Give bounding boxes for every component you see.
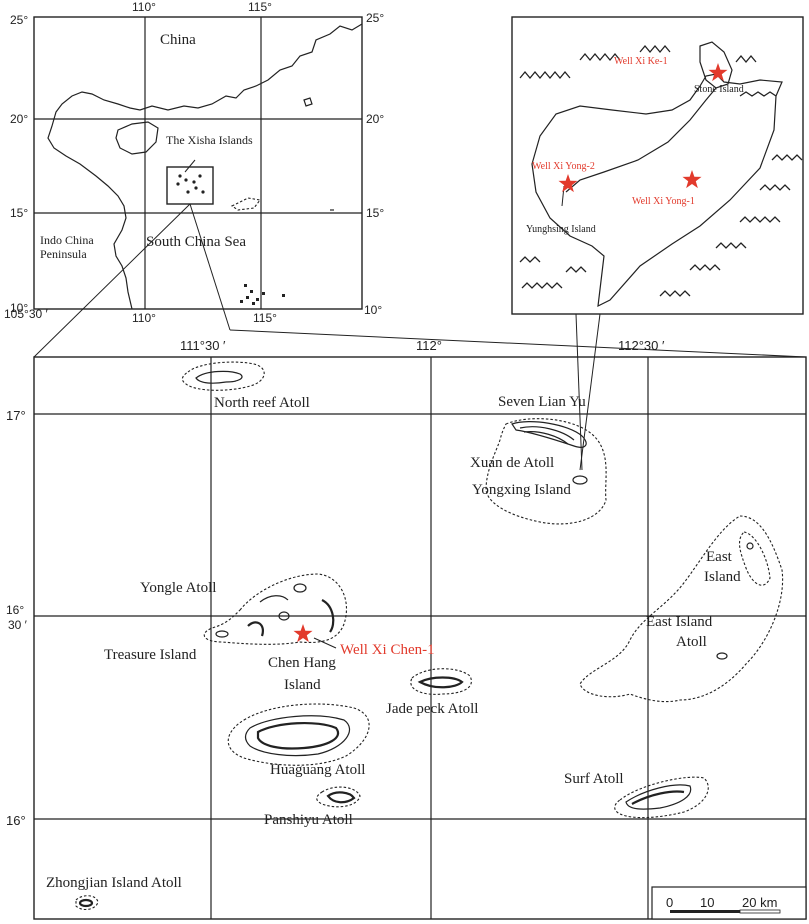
- label-well-xi-yong-2: Well Xi Yong-2: [532, 161, 595, 172]
- well-xi-yong-1-star: [682, 170, 702, 189]
- left-lat-25: 25°: [10, 13, 28, 27]
- label-well-xi-ke-1: Well Xi Ke-1: [614, 56, 668, 67]
- label-xisha-islands: The Xisha Islands: [166, 133, 253, 147]
- lon-112: 112°: [416, 338, 442, 353]
- inset-map: Well Xi Ke-1 Stone Island Well Xi Yong-2…: [511, 16, 804, 315]
- nansha-marks: [240, 284, 285, 305]
- overview-frame: [33, 16, 363, 310]
- label-yongle-atoll: Yongle Atoll: [140, 580, 216, 596]
- lon-111-30: 111°30 ′: [180, 338, 226, 353]
- xisha-islands-marks: [176, 174, 205, 194]
- xisha-box: [166, 166, 214, 205]
- lat-17: 17°: [6, 408, 26, 423]
- jade-peck-atoll: [410, 668, 472, 695]
- main-map: 111°30 ′ 112° 112°30 ′ 17° 16° 30 ′ 16° …: [6, 338, 807, 920]
- huaguang-atoll: [227, 703, 370, 766]
- top-lon-115: 115°: [248, 0, 272, 14]
- left-lat-20: 20°: [10, 112, 28, 126]
- yongxing-island-outline: [531, 73, 783, 308]
- label-yongxing-island: Yongxing Island: [472, 482, 571, 498]
- label-huaguang-atoll: Huaguang Atoll: [270, 762, 365, 778]
- xuande-atoll: [485, 418, 607, 525]
- bottom-lon-115: 115°: [253, 311, 277, 325]
- surf-atoll: [614, 776, 709, 819]
- bottom-lon-105-30: 105°30 ′: [4, 307, 49, 321]
- scale-bar: 0 10 20 km: [651, 886, 807, 920]
- lon-112-30: 112°30 ′: [618, 338, 665, 353]
- label-east-island-2: Island: [704, 569, 741, 585]
- left-lat-15: 15°: [10, 206, 28, 220]
- well-xi-ke-1-star: [708, 63, 728, 82]
- top-lon-110: 110°: [132, 0, 156, 14]
- label-well-xi-yong-1: Well Xi Yong-1: [632, 196, 695, 207]
- lat-16-30-deg: 16°: [6, 603, 24, 617]
- label-panshiyu-atoll: Panshiyu Atoll: [264, 812, 353, 828]
- label-yunghsing-island: Yunghsing Island: [526, 224, 596, 235]
- panshiyu-atoll: [316, 786, 361, 808]
- right-lat-20: 20°: [366, 112, 384, 126]
- right-lat-25: 25°: [366, 11, 384, 25]
- label-seven-lian-yu: Seven Lian Yu: [498, 394, 586, 410]
- label-xuan-de-atoll: Xuan de Atoll: [470, 455, 554, 471]
- scale-0: 0: [666, 895, 673, 910]
- north-reef-atoll: [181, 361, 265, 391]
- east-island-atoll: [579, 515, 784, 703]
- label-china: China: [160, 32, 196, 48]
- label-east-island-atoll-1: East Island: [646, 614, 713, 630]
- label-treasure-island: Treasure Island: [104, 647, 197, 663]
- label-stone-island: Stone Island: [694, 84, 744, 95]
- zhongjian-atoll: [75, 895, 99, 911]
- scale-10: 10: [700, 895, 714, 910]
- left-lat-10: 10°: [10, 301, 28, 315]
- label-south-china-sea: South China Sea: [146, 234, 246, 250]
- label-north-reef-atoll: North reef Atoll: [214, 395, 310, 411]
- coastline: [47, 23, 363, 310]
- label-chen-hang-2: Island: [284, 677, 321, 693]
- well-xi-chen-1-star: [293, 624, 313, 643]
- label-east-island-atoll-2: Atoll: [676, 634, 707, 650]
- label-jade-peck-atoll: Jade peck Atoll: [386, 701, 478, 717]
- overview-map: 110° 115° 105°30 ′ 110° 115° 10° 25° 20°…: [4, 0, 384, 325]
- label-indochina-1: Indo China: [40, 233, 94, 247]
- label-well-xi-chen-1: Well Xi Chen-1: [340, 642, 435, 658]
- hainan-island: [115, 121, 159, 155]
- label-surf-atoll: Surf Atoll: [564, 771, 624, 787]
- bottom-lon-110: 110°: [132, 311, 156, 325]
- lat-16-30-min: 30 ′: [8, 618, 28, 632]
- well-xi-yong-2-star: [558, 174, 578, 193]
- main-frame: [33, 356, 807, 920]
- label-chen-hang-1: Chen Hang: [268, 655, 336, 671]
- label-indochina-2: Peninsula: [40, 247, 87, 261]
- right-lat-15: 15°: [366, 206, 384, 220]
- right-lat-10-bottom: 10°: [364, 303, 382, 317]
- label-east-island-1: East: [706, 549, 733, 565]
- inset-frame: [511, 16, 804, 315]
- yongle-atoll: [203, 573, 348, 645]
- stone-island-outline: [699, 41, 733, 89]
- label-zhongjian-atoll: Zhongjian Island Atoll: [46, 875, 182, 891]
- scale-20-km: 20 km: [742, 895, 777, 910]
- lat-16: 16°: [6, 813, 26, 828]
